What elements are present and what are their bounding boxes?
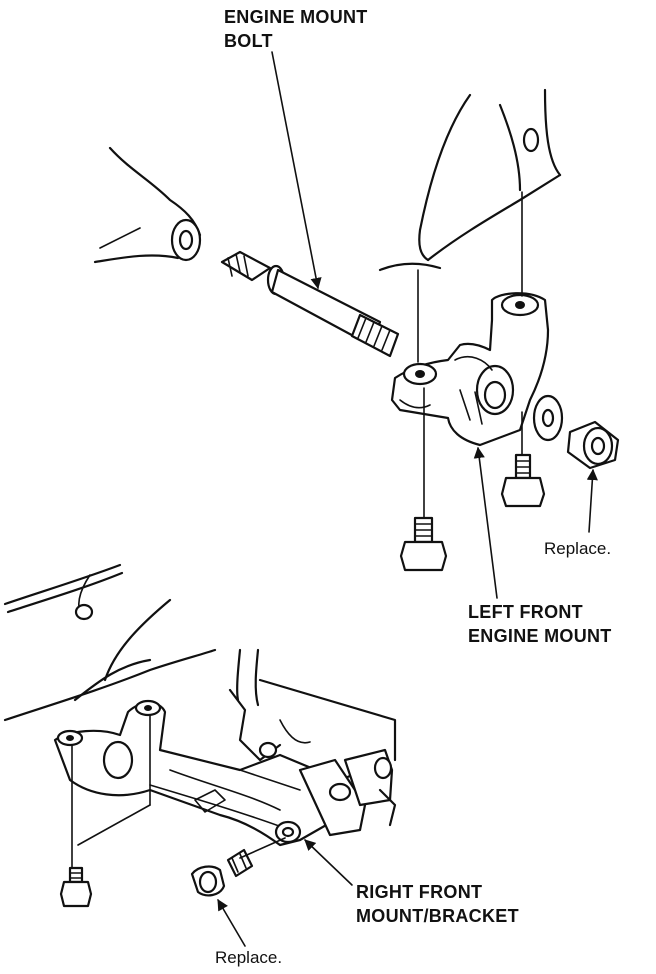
crossmember [228,648,397,837]
bracket-bolt-replace [190,848,254,897]
alignment-lines-upper [417,191,523,519]
left-front-engine-mount [390,292,550,447]
left-front-mount-label-line2: ENGINE MOUNT [468,626,612,646]
engine-block-outline [378,88,562,272]
leader-arrows-upper [271,51,598,599]
right-front-mount-label-line2: MOUNT/BRACKET [356,906,519,926]
bracket-bolt-left [59,866,93,908]
washer [532,394,564,442]
replace-label-upper: Replace. [544,539,612,558]
lower-frame [3,563,217,722]
mount-bolt-lower-center [500,453,546,508]
engine-mount-bolt [220,250,400,358]
leader-arrows-lower [217,839,353,947]
mount-bolt-lower-left [399,516,448,572]
engine-mount-bolt-label-line2: BOLT [224,31,273,51]
frame-arm [93,146,202,264]
engine-mount-bolt-label-line1: ENGINE MOUNT [224,7,368,27]
mount-nut [566,420,620,470]
left-front-mount-label-line1: LEFT FRONT [468,602,583,622]
replace-label-lower: Replace. [215,948,283,967]
right-front-mount-label-line1: RIGHT FRONT [356,882,483,902]
alignment-lines-lower [71,714,286,869]
